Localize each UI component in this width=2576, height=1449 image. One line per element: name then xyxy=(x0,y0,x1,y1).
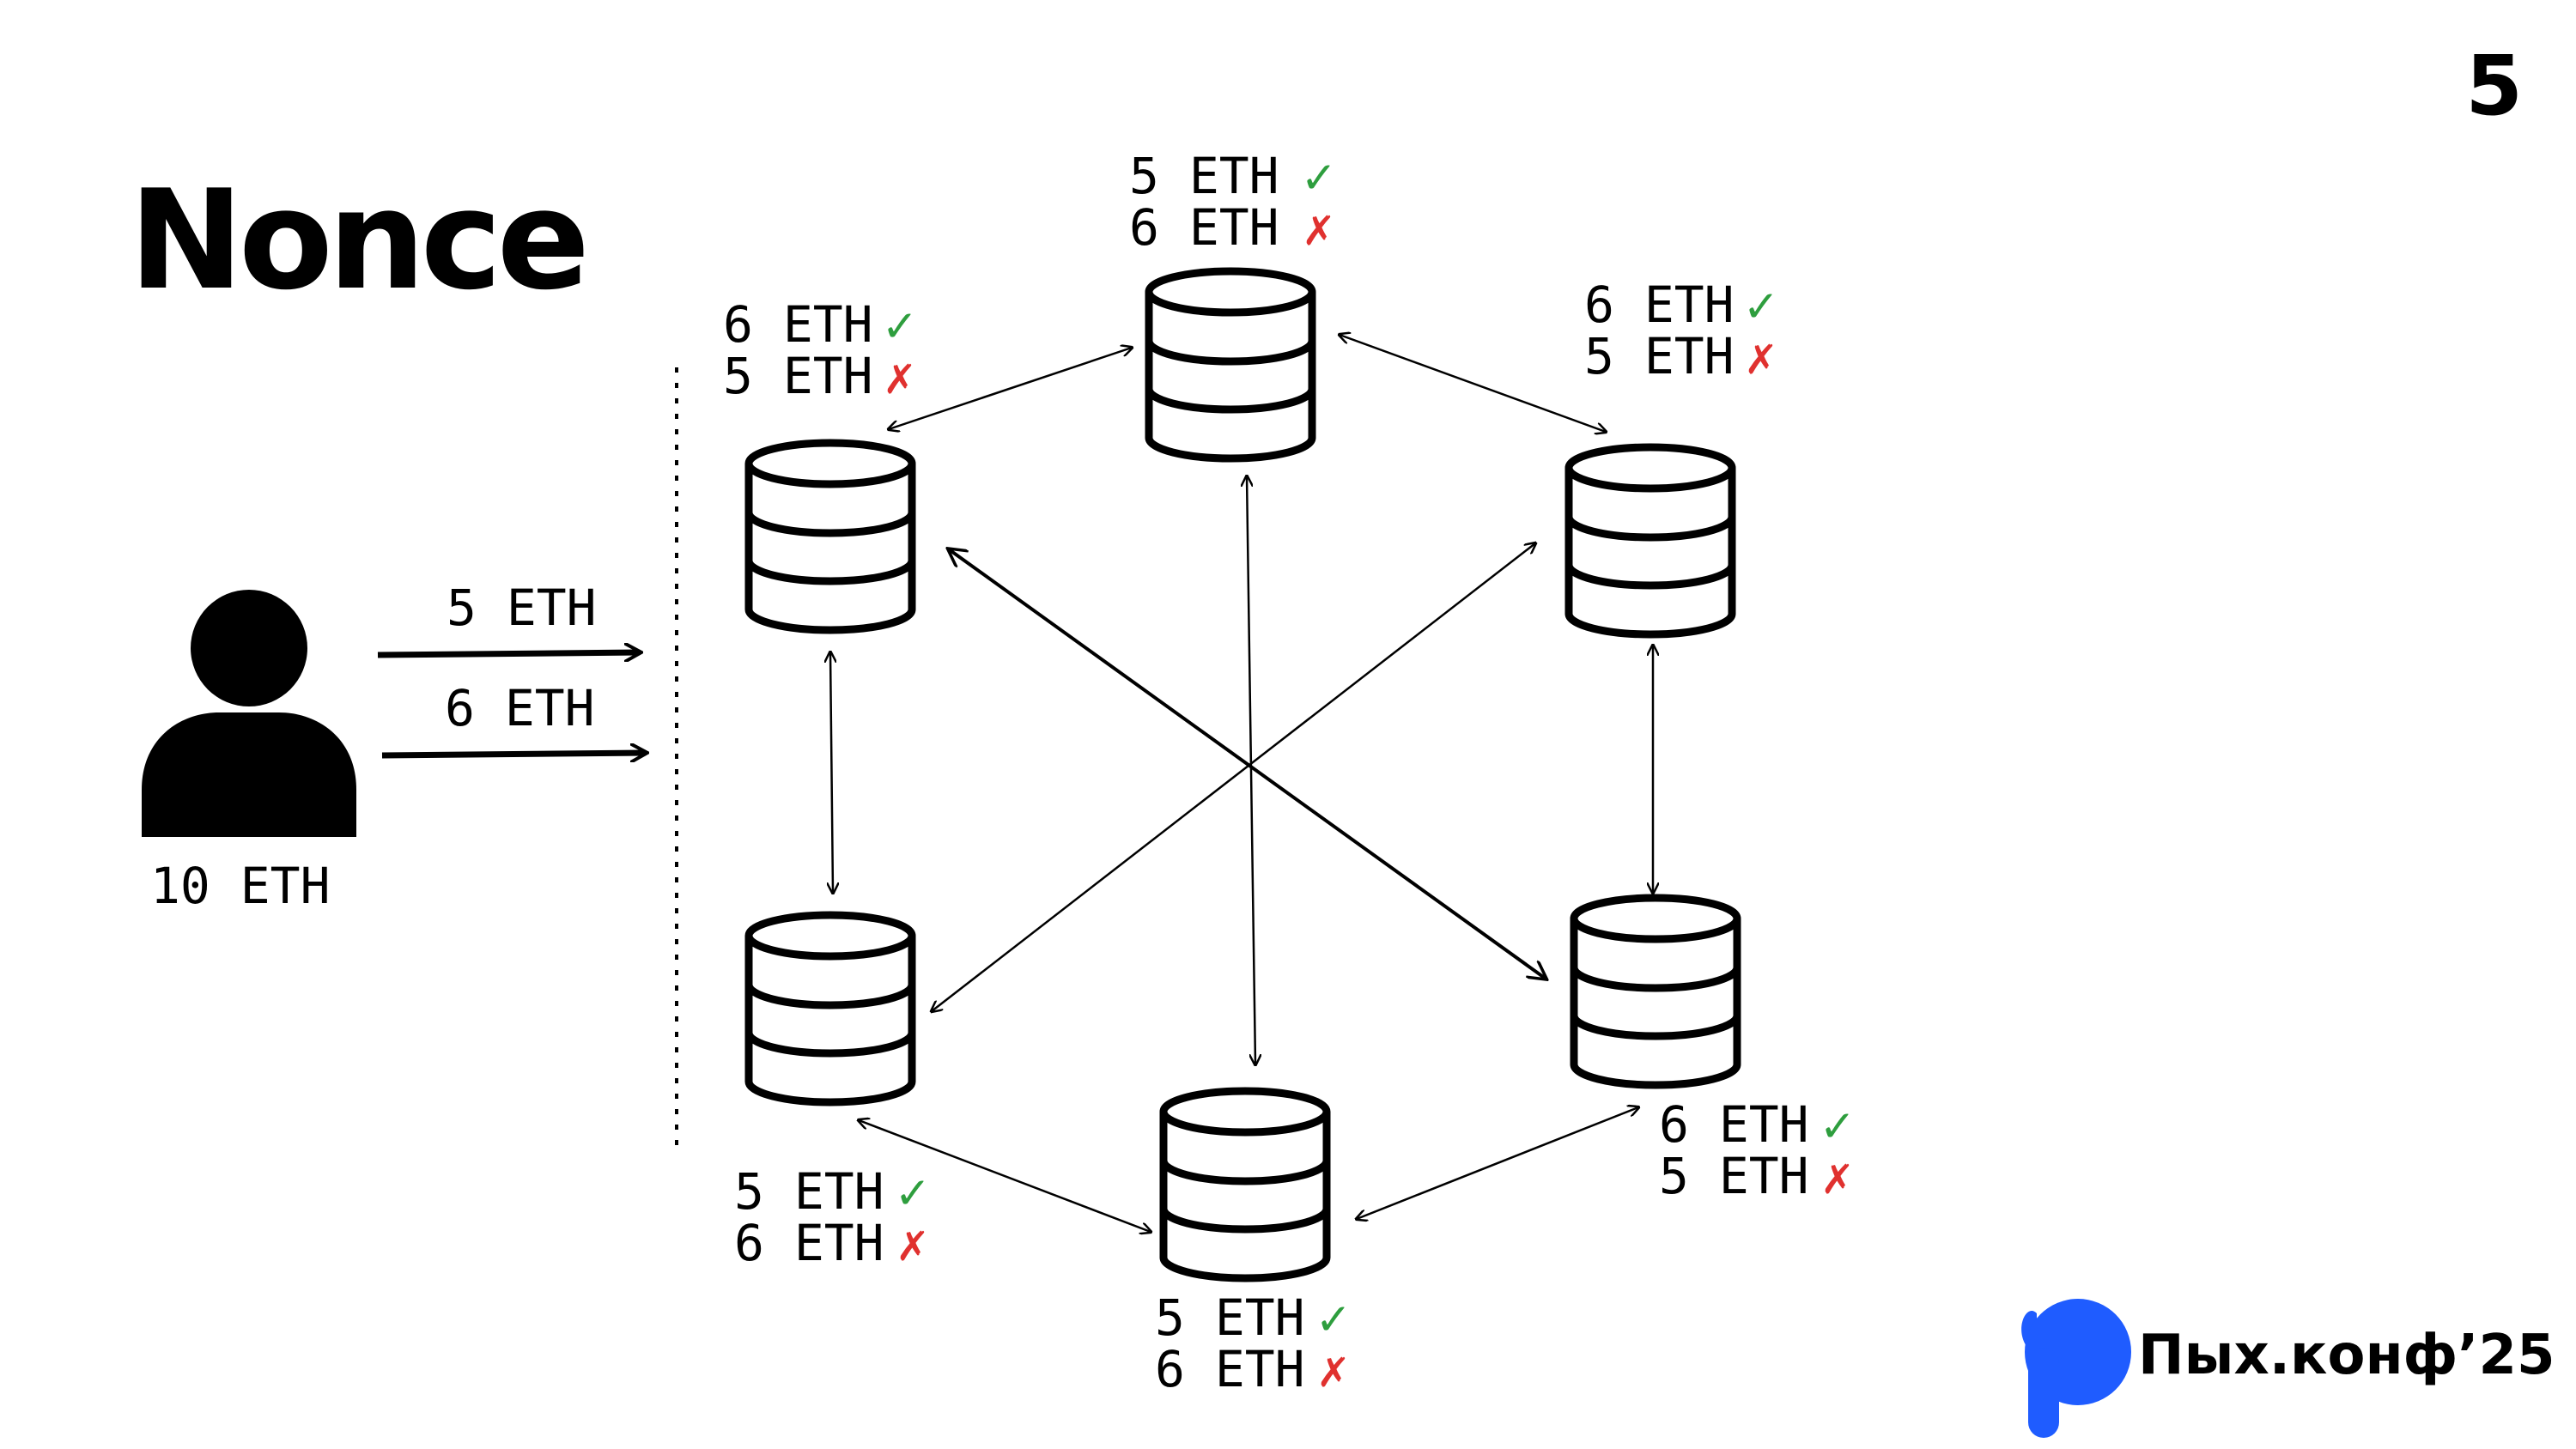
check-icon: ✓ xyxy=(1746,276,1776,334)
svg-text:5 ETH: 5 ETH xyxy=(734,1162,884,1221)
check-icon: ✓ xyxy=(1303,147,1334,205)
database-icon xyxy=(1569,447,1732,634)
network-links xyxy=(830,335,1653,1232)
svg-text:5 ETH: 5 ETH xyxy=(1659,1147,1809,1205)
svg-text:5 ETH: 5 ETH xyxy=(1584,327,1735,385)
check-icon: ✓ xyxy=(1822,1095,1852,1154)
cross-icon: ✗ xyxy=(884,347,914,405)
node-label-lower-left: 5 ETH ✓ 6 ETH ✗ xyxy=(734,1162,927,1272)
cross-icon: ✗ xyxy=(1303,198,1334,257)
check-icon: ✓ xyxy=(897,1162,927,1221)
node-label-upper-right: 6 ETH ✓ 5 ETH ✗ xyxy=(1584,276,1776,385)
database-icon xyxy=(749,443,912,630)
page-number: 5 xyxy=(2465,38,2523,134)
check-icon: ✓ xyxy=(1318,1288,1348,1347)
database-icon xyxy=(1574,898,1737,1085)
cross-icon: ✗ xyxy=(1318,1340,1348,1398)
svg-text:6 ETH: 6 ETH xyxy=(723,295,873,354)
conference-logo: Пых.конф’25 xyxy=(2021,1299,2555,1438)
page-title: Nonce xyxy=(129,160,590,320)
svg-text:6 ETH: 6 ETH xyxy=(1584,276,1735,334)
database-icon xyxy=(1149,271,1312,458)
cross-icon: ✗ xyxy=(897,1214,927,1272)
svg-text:6 ETH: 6 ETH xyxy=(1129,198,1279,257)
node-label-lower-right: 6 ETH ✓ 5 ETH ✗ xyxy=(1659,1095,1852,1205)
cross-icon: ✗ xyxy=(1746,327,1776,385)
svg-text:6 ETH: 6 ETH xyxy=(1659,1095,1809,1154)
svg-text:6 ETH: 6 ETH xyxy=(734,1214,884,1272)
tx-label-2: 6 ETH xyxy=(445,679,595,737)
check-icon: ✓ xyxy=(884,295,914,354)
tx-arrow-2 xyxy=(381,753,646,755)
person-icon xyxy=(142,590,356,837)
cross-icon: ✗ xyxy=(1822,1147,1852,1205)
svg-text:5 ETH: 5 ETH xyxy=(1155,1288,1305,1347)
svg-text:5 ETH: 5 ETH xyxy=(723,347,873,405)
node-label-top: 5 ETH ✓ 6 ETH ✗ xyxy=(1129,147,1334,257)
logo-text: Пых.конф’25 xyxy=(2138,1324,2555,1387)
node-label-bottom: 5 ETH ✓ 6 ETH ✗ xyxy=(1155,1288,1348,1398)
tx-label-1: 5 ETH xyxy=(447,579,597,637)
database-icon xyxy=(1163,1091,1327,1278)
database-icon xyxy=(749,915,912,1102)
node-label-upper-left: 6 ETH ✓ 5 ETH ✗ xyxy=(723,295,914,405)
tx-arrow-1 xyxy=(377,652,640,655)
svg-text:5 ETH: 5 ETH xyxy=(1129,147,1279,205)
user-balance: 10 ETH xyxy=(150,857,331,915)
svg-text:6 ETH: 6 ETH xyxy=(1155,1340,1305,1398)
